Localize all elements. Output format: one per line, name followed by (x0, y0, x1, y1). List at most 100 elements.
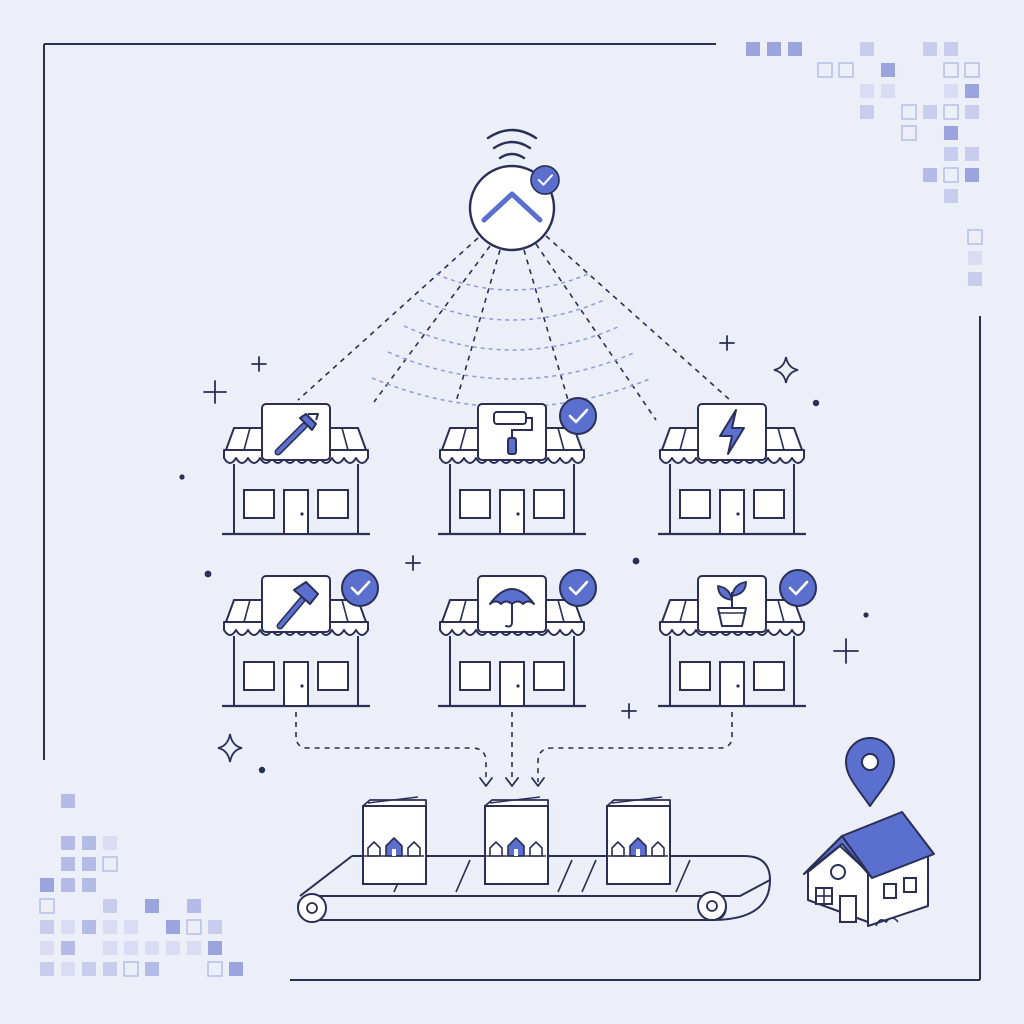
frame-lines (43, 43, 981, 981)
mosaic-tile (145, 962, 159, 976)
mosaic-tile (39, 898, 55, 914)
mosaic-tile (767, 42, 781, 56)
hub-verified-badge (529, 164, 561, 196)
mosaic-tile (61, 857, 75, 871)
paint-roller-icon (493, 411, 533, 455)
mosaic-tile (923, 105, 937, 119)
wifi-signal-icon (486, 128, 538, 160)
mosaic-tile (82, 878, 96, 892)
store-carpentry-verified-badge (340, 568, 380, 608)
mosaic-tile (968, 251, 982, 265)
mosaic-tile (968, 272, 982, 286)
mosaic-tile (187, 899, 201, 913)
mosaic-tile (40, 941, 54, 955)
store-gardening[interactable] (656, 574, 808, 708)
mosaic-tile (61, 920, 75, 934)
chevron-up-icon (481, 191, 543, 223)
mosaic-tile (40, 878, 54, 892)
mosaic-tile (82, 920, 96, 934)
mosaic-tile (965, 105, 979, 119)
hammer-icon (276, 581, 319, 630)
mosaic-tile (965, 147, 979, 161)
mosaic-tile (123, 961, 139, 977)
mosaic-tile (102, 856, 118, 872)
mosaic-tile (901, 125, 917, 141)
mosaic-tile (61, 836, 75, 850)
store-carpentry[interactable] (220, 574, 372, 708)
mosaic-tile (817, 62, 833, 78)
conveyor-roller-left (297, 893, 327, 923)
store-painting[interactable] (436, 402, 588, 536)
mosaic-tile (944, 126, 958, 140)
conveyor-belt[interactable] (296, 855, 772, 923)
mosaic-tile (838, 62, 854, 78)
mosaic-tile (61, 941, 75, 955)
decorative-dots (179, 399, 869, 774)
arrow-heads (479, 777, 545, 787)
store-electrical[interactable] (656, 402, 808, 536)
mosaic-tile (145, 941, 159, 955)
mosaic-tile (124, 941, 138, 955)
umbrella-icon (489, 588, 535, 628)
mosaic-tile (61, 878, 75, 892)
mosaic-tile (103, 962, 117, 976)
flow-arrows (295, 712, 733, 782)
mosaic-tile (881, 84, 895, 98)
mosaic-tile (40, 920, 54, 934)
mosaic-tile (208, 941, 222, 955)
lightning-bolt-icon (719, 409, 745, 455)
wrench-icon (274, 413, 319, 456)
store-roofing[interactable] (436, 574, 588, 708)
mosaic-tile (145, 899, 159, 913)
mosaic-tile (944, 42, 958, 56)
mosaic-tile (166, 941, 180, 955)
mosaic-tile (61, 794, 75, 808)
brochure[interactable] (484, 796, 549, 885)
mosaic-tile (103, 899, 117, 913)
store-plumbing[interactable] (220, 402, 372, 536)
store-painting-verified-badge (558, 396, 598, 436)
mosaic-tile (229, 962, 243, 976)
mosaic-tile (746, 42, 760, 56)
mosaic-tile (186, 919, 202, 935)
mosaic-tile (944, 84, 958, 98)
mosaic-tile (923, 168, 937, 182)
brochure[interactable] (606, 796, 671, 885)
signal-beams (297, 235, 731, 421)
mosaic-tile (944, 147, 958, 161)
pixel-mosaic-bottom-left (39, 794, 243, 977)
mosaic-tile (103, 836, 117, 850)
mosaic-tile (964, 62, 980, 78)
store-gardening-verified-badge (778, 568, 818, 608)
signal-waves (371, 273, 653, 408)
mosaic-tile (166, 920, 180, 934)
mosaic-tile (860, 42, 874, 56)
mosaic-tile (207, 961, 223, 977)
mosaic-tile (82, 857, 96, 871)
mosaic-tile (860, 84, 874, 98)
mosaic-tile (944, 189, 958, 203)
pixel-mosaic-top-right (746, 42, 983, 286)
location-pin-icon (845, 737, 895, 807)
mosaic-tile (82, 962, 96, 976)
mosaic-tile (103, 920, 117, 934)
decorative-sparkles (203, 335, 859, 763)
mosaic-tile (943, 62, 959, 78)
mosaic-tile (967, 229, 983, 245)
mosaic-tile (965, 168, 979, 182)
mosaic-tile (923, 42, 937, 56)
mosaic-tile (124, 920, 138, 934)
mosaic-tile (40, 962, 54, 976)
mosaic-tile (82, 836, 96, 850)
store-roofing-verified-badge (558, 568, 598, 608)
potted-plant-icon (717, 580, 747, 627)
mosaic-tile (943, 167, 959, 183)
mosaic-tile (965, 84, 979, 98)
brochure[interactable] (362, 796, 427, 885)
hub-node[interactable] (468, 128, 561, 252)
destination-house[interactable] (803, 811, 935, 927)
mosaic-tile (881, 63, 895, 77)
mosaic-tile (61, 962, 75, 976)
mosaic-tile (943, 104, 959, 120)
